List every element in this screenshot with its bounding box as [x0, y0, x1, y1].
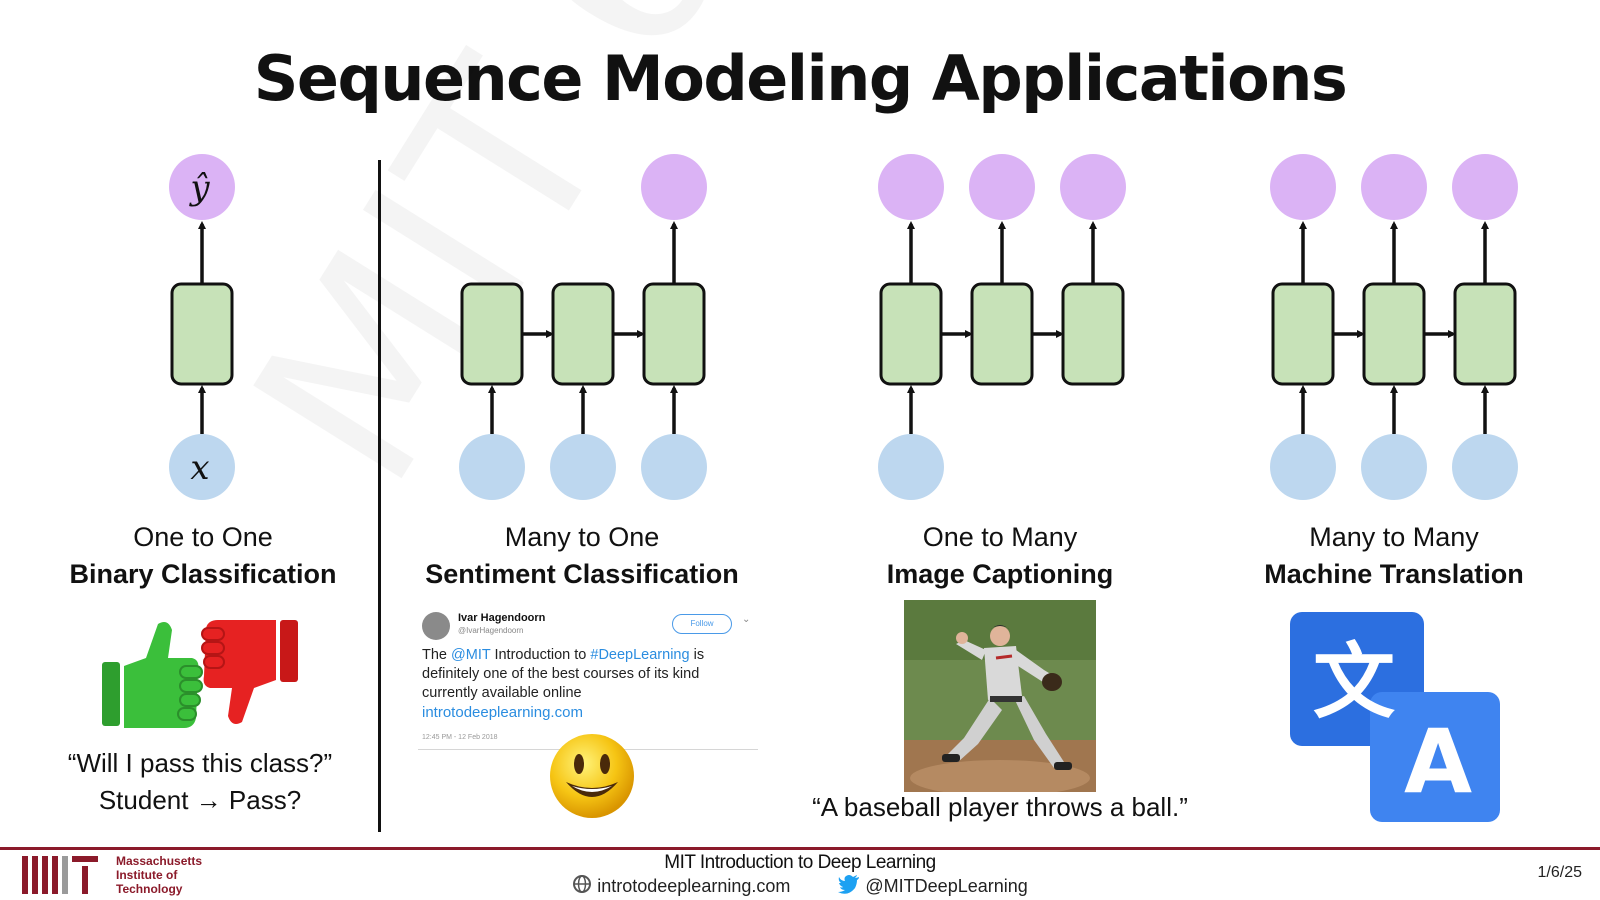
tweet-text-part: is definitely one of the best courses of…	[422, 647, 705, 701]
rnn-cell	[1271, 282, 1335, 386]
rnn-cell	[170, 282, 234, 386]
input-node	[1361, 434, 1427, 500]
panel-one-to-many-label: One to Many Image Captioning	[810, 522, 1190, 590]
output-node	[1270, 154, 1336, 220]
mode-label: One to One	[133, 522, 273, 552]
rnn-cell	[970, 282, 1034, 386]
image-caption: “A baseball player throws a ball.”	[812, 792, 1188, 822]
output-node	[169, 154, 235, 220]
task-label: Binary Classification	[69, 559, 337, 589]
input-node	[878, 434, 944, 500]
panel-many-to-many-label: Many to Many Machine Translation	[1204, 522, 1584, 590]
tweet-url-link[interactable]: introtodeeplearning.com	[422, 704, 583, 721]
input-node	[1452, 434, 1518, 500]
mode-label: One to Many	[922, 522, 1078, 552]
tweet-card: Ivar Hagendoorn @IvarHagendoorn Follow ⌄…	[418, 608, 758, 750]
twitter-icon	[838, 874, 860, 899]
rnn-cell	[1362, 282, 1426, 386]
input-node	[550, 434, 616, 500]
output-node	[878, 154, 944, 220]
smiley-icon	[550, 734, 634, 818]
slide-date: 1/6/25	[1537, 864, 1582, 881]
thumbs-up-icon	[102, 622, 203, 728]
input-node	[641, 434, 707, 500]
course-title: MIT Introduction to Deep Learning	[664, 852, 936, 873]
output-node	[1060, 154, 1126, 220]
institute-line: Institute of	[116, 868, 178, 882]
rnn-cell	[879, 282, 943, 386]
hashtag-link[interactable]: #DeepLearning	[590, 647, 690, 663]
mit-wordmark: Massachusetts Institute of Technology	[116, 854, 202, 896]
rnn-cell	[551, 282, 615, 386]
institute-line: Massachusetts	[116, 854, 203, 868]
task-label: Machine Translation	[1264, 559, 1524, 589]
task-label: Sentiment Classification	[425, 559, 739, 589]
baseball-photo	[904, 600, 1096, 792]
tweet-author-handle: @IvarHagendoorn	[458, 626, 524, 635]
input-node	[1270, 434, 1336, 500]
output-symbol: ŷ	[188, 168, 210, 208]
tweet-text-part: The	[422, 647, 452, 663]
input-node	[169, 434, 235, 500]
mode-label: Many to One	[504, 522, 660, 552]
tweet-author-name: Ivar Hagendoorn	[458, 612, 546, 624]
chevron-down-icon[interactable]: ⌄	[742, 614, 751, 625]
twitter-handle-link[interactable]: @MITDeepLearning	[865, 876, 1028, 896]
panel-many-to-one-label: Many to One Sentiment Classification	[392, 522, 772, 590]
avatar	[422, 612, 450, 640]
tweet-timestamp: 12:45 PM - 12 Feb 2018	[422, 734, 498, 741]
translate-icon: 文 A	[1290, 612, 1500, 822]
input-symbol: x	[190, 448, 209, 488]
mode-label: Many to Many	[1309, 522, 1479, 552]
output-node	[1361, 154, 1427, 220]
website-link[interactable]: introtodeeplearning.com	[597, 876, 791, 896]
institute-line: Technology	[116, 882, 183, 896]
rnn-cell	[1453, 282, 1517, 386]
mention-link[interactable]: @MIT	[451, 647, 491, 663]
binary-caption: “Will I pass this class?” Student → Pass…	[10, 748, 390, 816]
footer-links: introtodeeplearning.com @MITDeepLearning	[0, 874, 1600, 899]
caption-question: “Will I pass this class?”	[67, 748, 333, 778]
slide-title: Sequence Modeling Applications	[253, 42, 1348, 115]
rnn-cell	[460, 282, 524, 386]
thumbs-down-icon	[201, 620, 298, 724]
rnn-cell	[1061, 282, 1125, 386]
pitcher-image	[904, 600, 1096, 792]
panel-one-to-one-label: One to One Binary Classification	[13, 522, 393, 590]
output-node	[969, 154, 1035, 220]
tweet-text-part: Introduction to	[490, 647, 591, 663]
task-label: Image Captioning	[886, 559, 1114, 589]
output-node	[641, 154, 707, 220]
tweet-text: The @MIT Introduction to #DeepLearning i…	[422, 646, 752, 723]
globe-icon	[572, 874, 592, 899]
thumbs-icons	[102, 620, 298, 728]
mit-logo	[22, 856, 98, 894]
output-node	[1452, 154, 1518, 220]
input-node	[459, 434, 525, 500]
rnn-cell	[642, 282, 706, 386]
follow-button[interactable]: Follow	[672, 614, 732, 634]
translate-glyph-left: 文	[1313, 635, 1395, 730]
caption-mapping: Student → Pass?	[98, 785, 302, 815]
footer-divider	[0, 847, 1600, 850]
translate-glyph-right: A	[1404, 710, 1472, 813]
panel-divider	[378, 160, 381, 832]
